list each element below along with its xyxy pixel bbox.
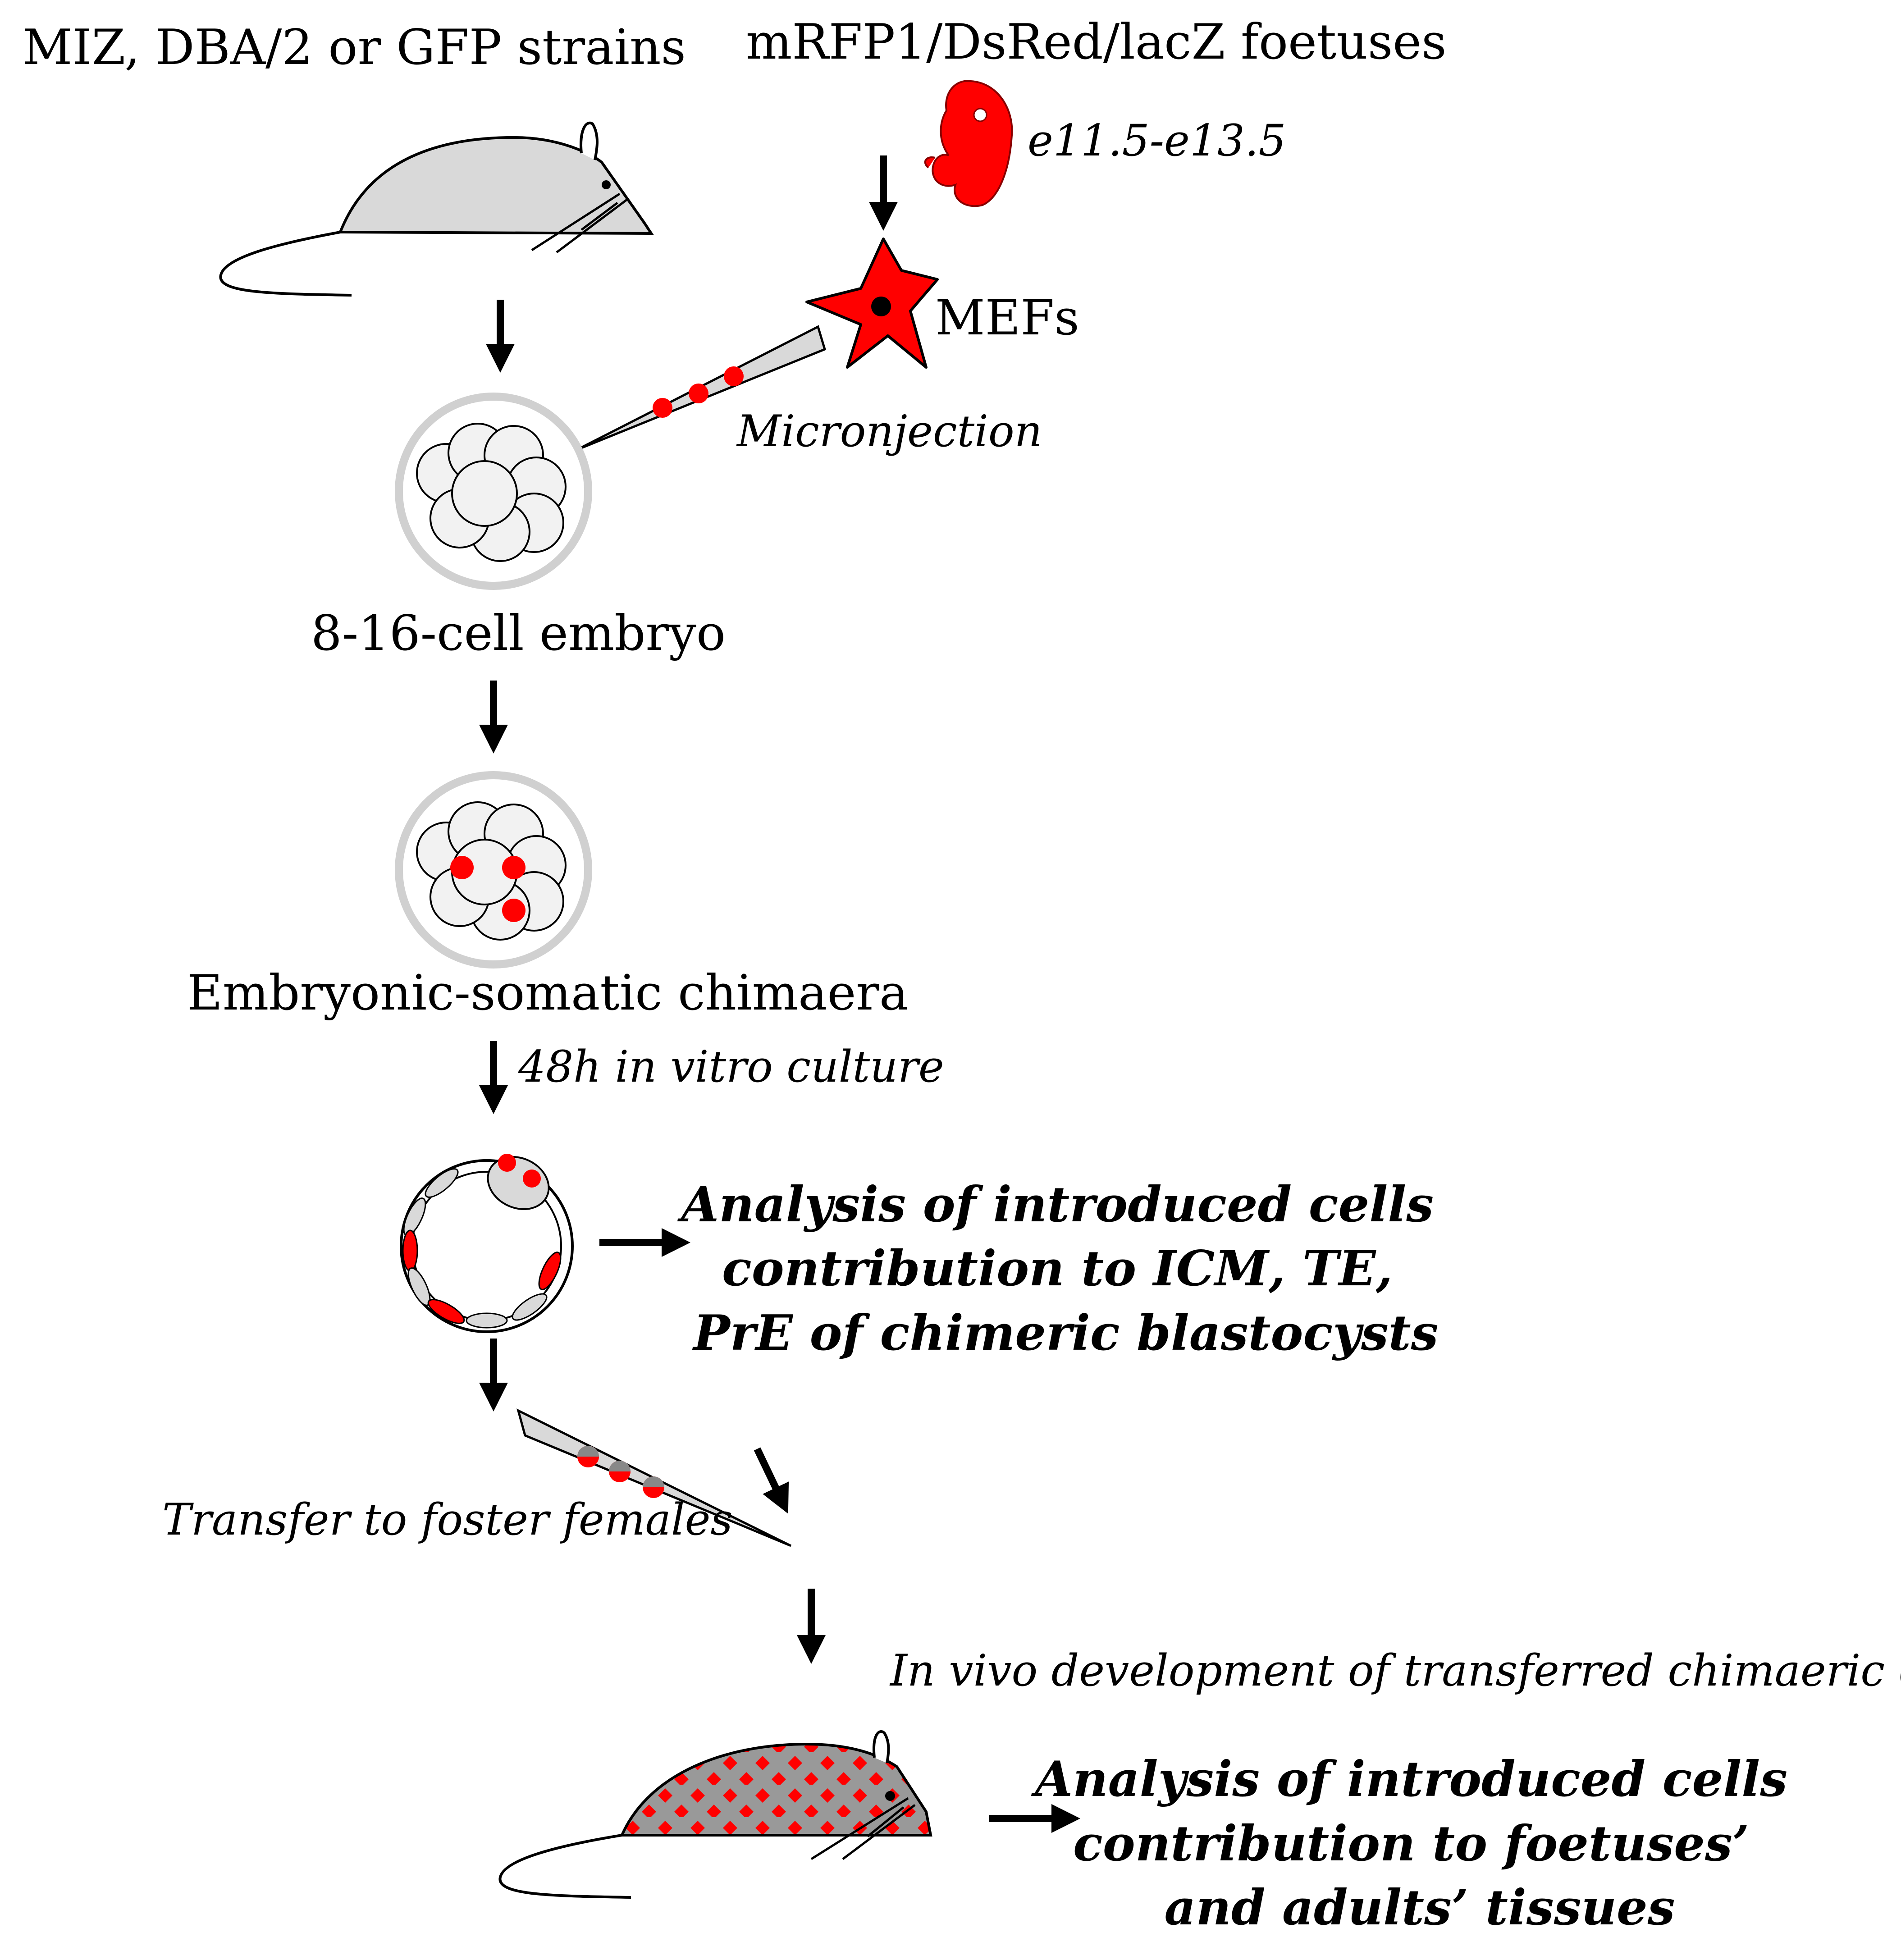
transfer-label: Transfer to foster females: [162, 1494, 733, 1545]
mefs-label: MEFs: [935, 290, 1079, 346]
blastocyst-icon: [400, 1154, 574, 1333]
culture-label: 48h in vitro culture: [518, 1042, 944, 1092]
analysis-adult-line-1: Analysis of introduced cells: [1031, 1751, 1787, 1808]
chimaeric-mouse-icon: [498, 1730, 932, 1899]
micropipette-icon: [576, 325, 827, 451]
embryo-8-16-label: 8-16-cell embryo: [311, 605, 726, 662]
in-vivo-label: In vivo development of transferred chima…: [889, 1645, 1901, 1696]
arrow-diagonal: [754, 1447, 789, 1514]
strains-label: MIZ, DBA/2 or GFP strains: [23, 19, 686, 76]
transfer-pipette-icon: [516, 1408, 792, 1547]
foetus-icon: [924, 80, 1013, 207]
foetuses-label: mRFP1/DsRed/lacZ foetuses: [746, 14, 1447, 70]
analysis-adult-text: Analysis of introduced cells contributio…: [1031, 1751, 1804, 1936]
analysis-blastocyst-line-3: PrE of chimeric blastocysts: [692, 1305, 1439, 1361]
analysis-adult-line-2: contribution to foetuses’: [1073, 1815, 1749, 1872]
analysis-blastocyst-text: Analysis of introduced cells contributio…: [677, 1176, 1450, 1361]
stage-range-label: e11.5-e13.5: [1028, 115, 1286, 166]
analysis-adult-line-3: and adults’ tissues: [1164, 1879, 1675, 1936]
analysis-blastocyst-line-1: Analysis of introduced cells: [677, 1176, 1434, 1233]
chimaera-label: Embryonic-somatic chimaera: [187, 965, 908, 1021]
embryo-8-16-cell-icon: [395, 393, 592, 590]
mef-cell-icon: [805, 238, 939, 369]
chimaera-embryo-icon: [395, 771, 592, 969]
mouse-icon: [219, 122, 654, 297]
analysis-blastocyst-line-2: contribution to ICM, TE,: [722, 1240, 1393, 1297]
microinjection-label: Micronjection: [736, 406, 1042, 457]
